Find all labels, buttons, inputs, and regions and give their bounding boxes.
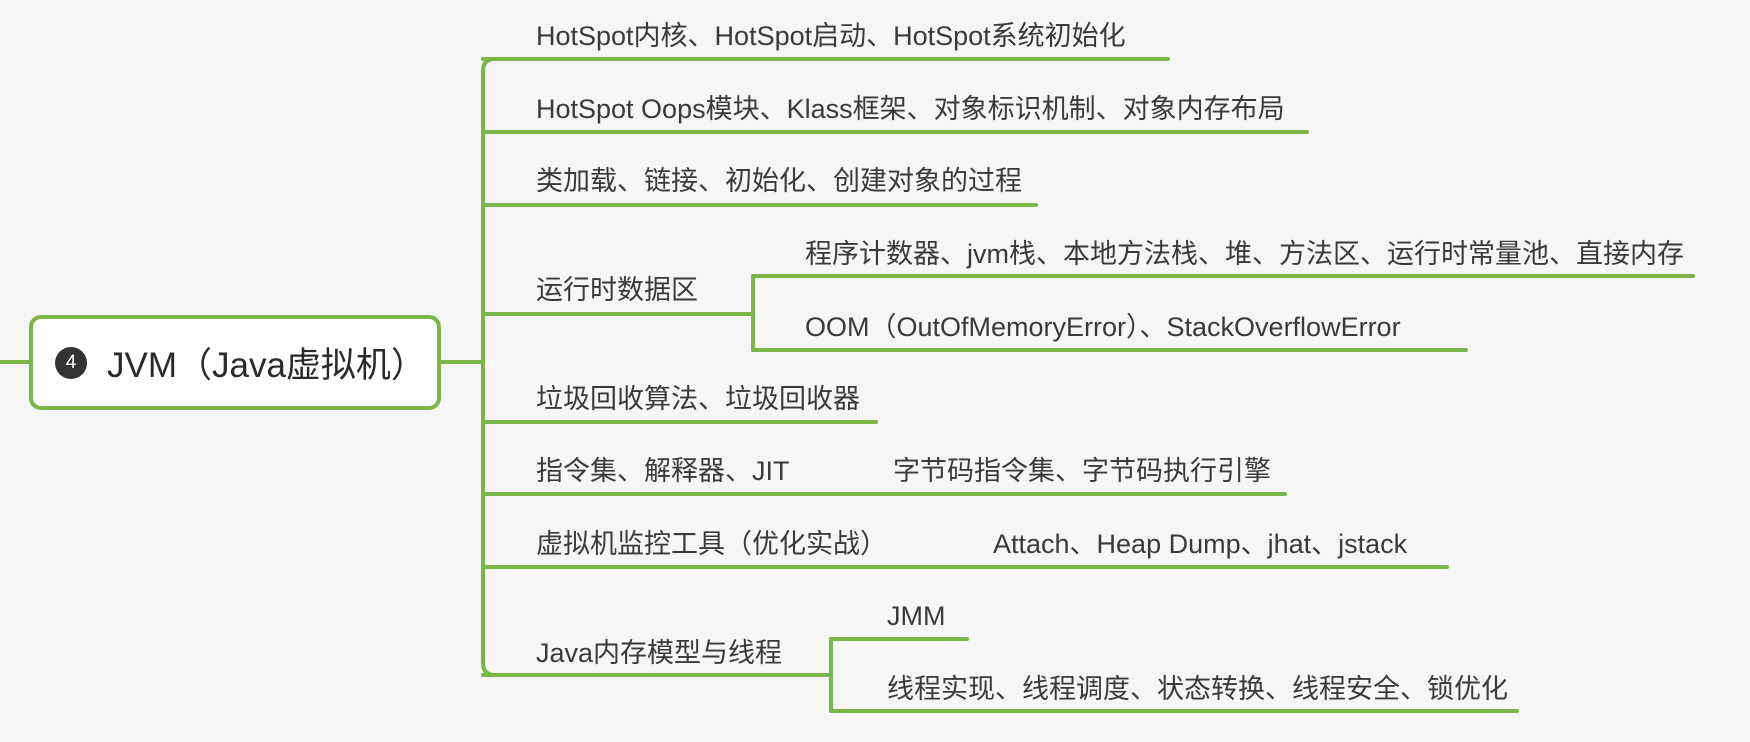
branch-4-label[interactable]: 运行时数据区 <box>536 275 698 305</box>
branch-3-label[interactable]: 类加载、链接、初始化、创建对象的过程 <box>536 166 1022 196</box>
branch-1-label[interactable]: HotSpot内核、HotSpot启动、HotSpot系统初始化 <box>536 21 1126 51</box>
branch-8-label[interactable]: Java内存模型与线程 <box>536 638 783 668</box>
branch-8-child-1-label[interactable]: JMM <box>887 601 946 631</box>
trunk-connector <box>481 57 497 677</box>
branch-4-child-1-label[interactable]: 程序计数器、jvm栈、本地方法栈、堆、方法区、运行时常量池、直接内存 <box>805 239 1684 269</box>
branch-6-child-1-label[interactable]: 字节码指令集、字节码执行引擎 <box>893 456 1271 486</box>
root-node[interactable]: 4 JVM（Java虚拟机） <box>29 315 441 410</box>
priority-4-badge: 4 <box>55 346 87 379</box>
branch-8-child-2-label[interactable]: 线程实现、线程调度、状态转换、线程安全、锁优化 <box>887 674 1508 704</box>
branch-4-child-2-label[interactable]: OOM（OutOfMemoryError）、StackOverflowError <box>805 312 1401 342</box>
root-node-title: JVM（Java虚拟机） <box>107 346 426 385</box>
branch-7-label[interactable]: 虚拟机监控工具（优化实战） <box>536 529 887 559</box>
branch-5-label[interactable]: 垃圾回收算法、垃圾回收器 <box>536 384 860 414</box>
branch-7-child-1-label[interactable]: Attach、Heap Dump、jhat、jstack <box>993 529 1408 559</box>
branch-6-label[interactable]: 指令集、解释器、JIT <box>536 456 790 486</box>
branch-2-label[interactable]: HotSpot Oops模块、Klass框架、对象标识机制、对象内存布局 <box>536 94 1285 124</box>
